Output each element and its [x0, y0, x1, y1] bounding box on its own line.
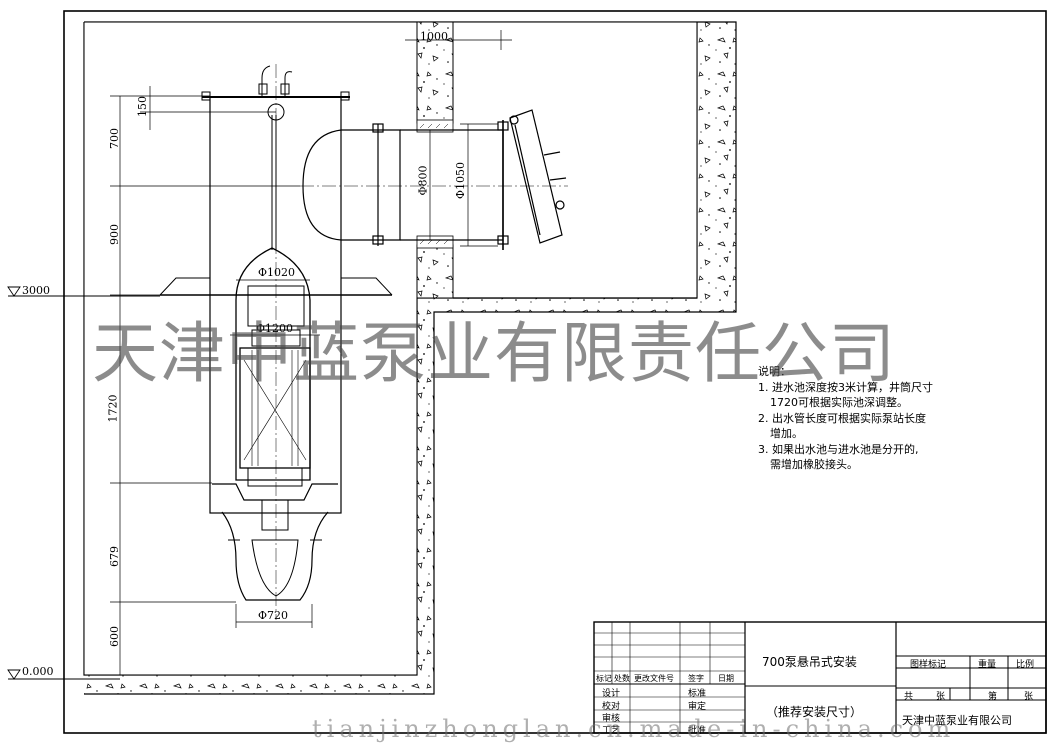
- drawing-title: 700泵悬吊式安装: [762, 655, 857, 669]
- note-line: 需增加橡胶接头。: [770, 458, 858, 471]
- dim-phi720: Φ720: [258, 609, 289, 622]
- dim-700: 700: [108, 128, 121, 149]
- notes-heading: 说明：: [758, 365, 791, 378]
- drawing-frame: [63, 10, 1047, 734]
- rev-header: 签字: [688, 674, 704, 683]
- approval-label: 审定: [688, 702, 707, 712]
- fig-mark-label: 图样标记: [910, 660, 947, 670]
- dim-1720: 1720: [106, 394, 120, 423]
- approval-label: 标准: [688, 689, 707, 699]
- sheet-label: 张: [936, 692, 946, 702]
- note-line: 1. 进水池深度按3米计算，井筒尺寸: [758, 380, 933, 394]
- role-label: 设计: [602, 689, 621, 699]
- dim-phi1020: Φ1020: [258, 266, 296, 279]
- dim-phi1050: Φ1050: [454, 161, 468, 200]
- drawing-subtitle: （推荐安装尺寸）: [766, 705, 863, 719]
- sheet-label: 张: [1024, 692, 1034, 702]
- design-notes: 说明： 1. 进水池深度按3米计算，井筒尺寸 1720可根据实际池深调整。 2.…: [758, 364, 933, 473]
- dim-679: 679: [108, 546, 121, 567]
- dim-900: 900: [108, 224, 121, 245]
- dim-1000: 1000: [420, 30, 448, 43]
- role-label: 校对: [602, 702, 621, 712]
- level-markers: [7, 286, 160, 680]
- rev-header: 标记: [596, 674, 612, 683]
- approval-label: 批准: [688, 726, 707, 736]
- total-label: 共: [904, 692, 914, 702]
- dim-phi1200: Φ1200: [256, 322, 294, 335]
- role-label: 审核: [602, 714, 621, 724]
- rev-header: 日期: [718, 674, 734, 683]
- level-0000: 0.000: [22, 665, 54, 678]
- company-name: 天津中蓝泵业有限公司: [902, 714, 1012, 727]
- level-3000: 3000: [22, 284, 50, 297]
- dim-phi800: Φ800: [416, 165, 430, 196]
- weight-label: 重量: [978, 660, 997, 670]
- title-block: [593, 621, 1047, 734]
- note-line: 增加。: [770, 427, 803, 440]
- scale-label: 比例: [1016, 660, 1035, 670]
- note-line: 1720可根据实际池深调整。: [770, 396, 908, 409]
- note-line: 3. 如果出水池与进水池是分开的,: [758, 442, 919, 456]
- note-line: 2. 出水管长度可根据实际泵站长度: [758, 411, 926, 425]
- dim-600: 600: [108, 626, 121, 647]
- rev-header: 处数: [614, 674, 630, 683]
- dim-150: 150: [136, 96, 149, 117]
- divider-slab: [416, 21, 454, 124]
- dimension-lines: [110, 30, 512, 676]
- role-label: 工艺: [602, 726, 621, 736]
- rev-header: 更改文件号: [634, 674, 674, 683]
- number-label: 第: [988, 692, 998, 702]
